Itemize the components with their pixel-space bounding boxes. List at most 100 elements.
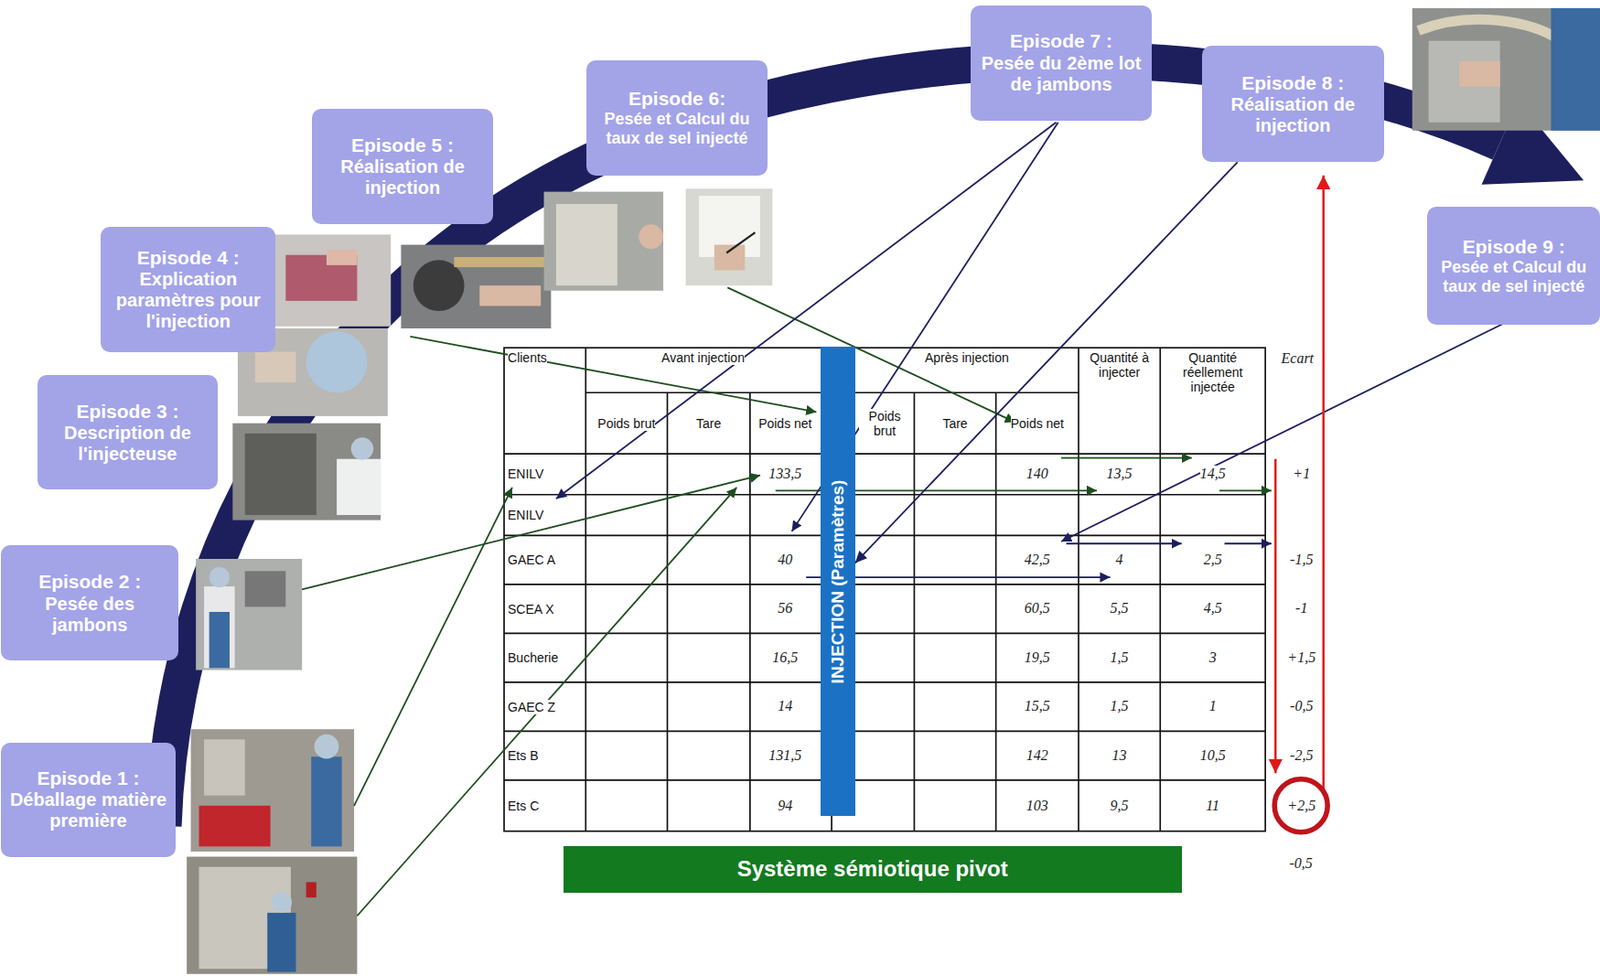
grid-line xyxy=(584,347,587,831)
cell-text: 19,5 xyxy=(1024,649,1051,666)
episode-box: Episode 1 :Déballage matière première xyxy=(0,742,176,858)
grid-line xyxy=(749,392,752,831)
table-cell: -1 xyxy=(1279,584,1324,634)
table-cell: 40 xyxy=(750,535,821,585)
cell-text: Après injection xyxy=(924,350,1010,366)
cell-text: 42,5 xyxy=(1024,551,1051,569)
table-border xyxy=(504,347,1266,831)
table-cell: +2,5 xyxy=(1279,780,1324,832)
table-cell: Tare xyxy=(666,392,750,454)
cell-text: 4 xyxy=(1116,551,1124,569)
leader-line xyxy=(1061,457,1192,460)
cell-text: Tare xyxy=(942,416,967,431)
cabinet xyxy=(556,204,618,286)
person xyxy=(311,756,342,847)
grid-line xyxy=(504,779,1266,782)
table-cell: 4 xyxy=(1078,535,1160,585)
scale xyxy=(306,881,317,898)
hands xyxy=(326,249,357,266)
photo-bg xyxy=(1412,8,1600,131)
photo xyxy=(686,188,774,286)
cell-text: 103 xyxy=(1026,797,1049,815)
cell-text: Ets B xyxy=(507,748,538,763)
table-cell: 131,5 xyxy=(750,730,821,781)
grid-line xyxy=(1077,347,1080,831)
photo-bg xyxy=(191,729,355,852)
episode-box: Episode 9 :Pesée et Calcul du taux de se… xyxy=(1427,206,1600,324)
node-title: Episode 9 : xyxy=(1462,236,1566,258)
table-cell: Ecart xyxy=(1277,347,1340,403)
table-cell: GAEC Z xyxy=(504,682,586,732)
scale xyxy=(245,570,287,607)
episode-box: Episode 6:Pesée et Calcul du taux de sel… xyxy=(586,60,767,176)
leader-line xyxy=(301,475,761,591)
cell-text: 4,5 xyxy=(1203,600,1223,617)
cell-text: 1,5 xyxy=(1110,697,1129,715)
hose xyxy=(453,257,546,268)
cell-text: -0,5 xyxy=(1289,855,1313,872)
table-cell: 4,5 xyxy=(1159,584,1266,634)
cell-text: SCEA X xyxy=(507,601,555,617)
cell-text: 2,5 xyxy=(1203,551,1223,569)
cell-text: -2,5 xyxy=(1289,747,1313,764)
head xyxy=(351,437,375,461)
table-cell: 94 xyxy=(750,780,821,832)
node-text: Pesée des jambons xyxy=(8,593,172,636)
table-cell: Poids net xyxy=(750,392,821,454)
face xyxy=(638,224,664,249)
photo xyxy=(400,245,551,329)
machine xyxy=(204,739,246,795)
leader-line xyxy=(354,487,513,806)
node-text: Réalisation de injection xyxy=(319,156,485,199)
cell-text: Poids brut xyxy=(597,416,656,431)
table-cell: Avant injection xyxy=(585,347,821,393)
sleeve xyxy=(1550,8,1600,131)
table-cell: 16,5 xyxy=(750,633,821,683)
node-title: Episode 1 : xyxy=(36,767,140,790)
head xyxy=(306,331,368,393)
node-title: INJECTION (Paramètres) xyxy=(827,479,849,684)
table-cell: 42,5 xyxy=(996,535,1079,585)
cell-text: 16,5 xyxy=(772,649,798,666)
cell-text: Tare xyxy=(696,416,721,431)
cell-text: 142 xyxy=(1026,747,1049,764)
dial xyxy=(413,259,465,312)
process-arc xyxy=(162,60,1500,827)
leader-lines xyxy=(301,287,1272,916)
cell-text: Avant injection xyxy=(661,350,745,366)
cell-text: 1,5 xyxy=(1110,649,1129,666)
cell-text: Poids net xyxy=(758,416,812,431)
node-title: Episode 2 : xyxy=(38,570,141,593)
leader-line xyxy=(1224,542,1272,545)
photo-bg xyxy=(195,558,302,671)
node-title: Episode 8 : xyxy=(1241,72,1344,95)
cell-text: 56 xyxy=(777,600,793,617)
cell-text: 140 xyxy=(1026,465,1049,483)
table-cell: Quantité réellement injectée xyxy=(1159,347,1266,454)
head xyxy=(271,892,292,913)
photo xyxy=(195,558,302,671)
photo xyxy=(186,857,357,975)
pen xyxy=(726,232,755,253)
arrow-head xyxy=(855,550,868,564)
grid-line xyxy=(504,633,1266,635)
grid-line xyxy=(504,681,1266,684)
cell-text: 14,5 xyxy=(1200,465,1226,483)
up-arrow xyxy=(1321,175,1324,792)
table-cell: 14,5 xyxy=(1159,453,1266,495)
cell-text: Ets C xyxy=(507,798,539,814)
photo xyxy=(544,192,665,291)
cell-text: +1,5 xyxy=(1287,649,1316,666)
node-text: Pesée et Calcul du taux de sel injecté xyxy=(593,109,760,148)
cell-text: 131,5 xyxy=(768,747,802,764)
table-cell: ENILV xyxy=(504,494,586,537)
table-cell: 15,5 xyxy=(996,682,1079,732)
grid-line xyxy=(666,392,669,831)
grid-line xyxy=(504,452,1266,455)
table-cell: Poids brut xyxy=(585,392,667,454)
table-cell: -2,5 xyxy=(1279,730,1324,781)
table-cell: 10,5 xyxy=(1159,730,1266,781)
table-cell: 9,5 xyxy=(1078,780,1160,832)
node-title: Système sémiotique pivot xyxy=(737,856,1009,882)
